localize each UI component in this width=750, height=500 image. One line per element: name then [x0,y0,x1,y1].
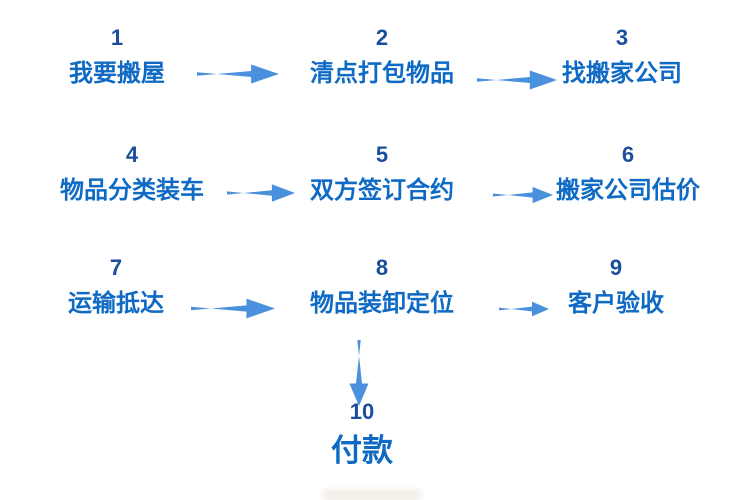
arrow-8-to-9-icon [499,299,549,319]
step-number: 2 [375,25,389,50]
step-label: 我要搬屋 [69,60,165,87]
arrow-1-to-2-icon [197,61,279,87]
step-label: 双方签订合约 [310,177,454,204]
flow-step-7: 7 运输抵达 [68,254,164,321]
flow-step-5: 5 双方签订合约 [310,141,454,208]
step-label: 清点打包物品 [310,60,454,87]
step-label: 客户验收 [568,290,664,317]
step-label: 搬家公司估价 [556,177,700,204]
flow-step-2: 2 清点打包物品 [310,24,454,91]
flow-step-6: 6 搬家公司估价 [556,141,700,208]
arrow-7-to-8-icon [191,295,275,322]
arrow-8-to-10-down-icon [346,340,372,406]
step-label: 物品装卸定位 [310,290,454,317]
step-number: 5 [375,142,389,167]
cutoff-bottom-artifact [322,489,422,500]
step-number: 8 [375,255,389,280]
arrow-2-to-3-icon [477,67,557,93]
step-label: 物品分类装车 [60,177,204,204]
flow-step-9: 9 客户验收 [568,254,664,321]
step-number: 7 [109,255,123,280]
flow-step-4: 4 物品分类装车 [60,141,204,208]
step-number: 9 [609,255,623,280]
step-label: 运输抵达 [68,290,164,317]
step-number: 4 [125,142,139,167]
step-number: 10 [349,399,375,424]
step-label: 找搬家公司 [562,60,682,87]
step-label: 付款 [331,433,393,468]
flow-step-1: 1 我要搬屋 [69,24,165,91]
step-number: 1 [110,25,124,50]
arrow-4-to-5-icon [227,181,295,205]
step-number: 3 [615,25,629,50]
step-number: 6 [621,142,635,167]
flow-step-8: 8 物品装卸定位 [310,254,454,321]
flow-step-10: 10 付款 [331,398,393,471]
arrow-5-to-6-icon [493,184,553,206]
flow-step-3: 3 找搬家公司 [562,24,682,91]
